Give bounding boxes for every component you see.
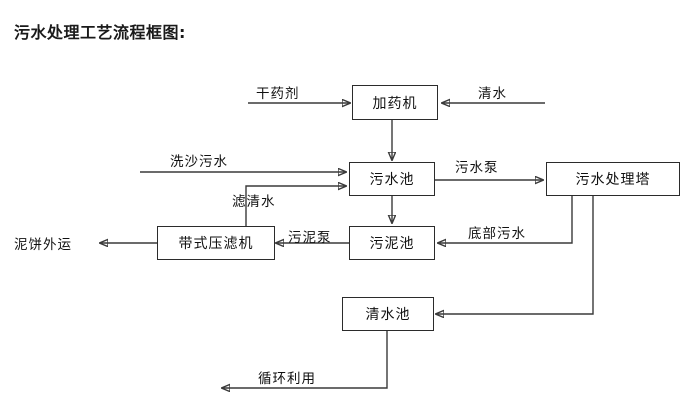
wire-tower-to-clean-water-pool bbox=[436, 195, 594, 314]
node-label: 带式压滤机 bbox=[178, 236, 254, 252]
node-treatment-tower[interactable]: 污水处理塔 bbox=[546, 162, 680, 196]
edge-label-wastewater-pump: 污水泵 bbox=[455, 160, 499, 176]
node-label: 污水处理塔 bbox=[575, 172, 651, 188]
node-belt-filter-press[interactable]: 带式压滤机 bbox=[157, 226, 275, 260]
page-title: 污水处理工艺流程框图: bbox=[14, 23, 186, 42]
terminal-label-recycle-reuse: 循环利用 bbox=[258, 371, 316, 387]
node-sludge-pool[interactable]: 污泥池 bbox=[349, 226, 435, 260]
edge-label-sand-wash-wastewater: 洗沙污水 bbox=[170, 154, 228, 170]
terminal-label-mud-cake-out: 泥饼外运 bbox=[14, 237, 72, 253]
edge-label-dry-chemical: 干药剂 bbox=[256, 86, 300, 102]
edge-label-sludge-pump: 污泥泵 bbox=[288, 230, 332, 246]
node-label: 清水池 bbox=[365, 307, 411, 323]
edge-label-clean-water-in: 清水 bbox=[478, 86, 507, 102]
node-clean-water-pool[interactable]: 清水池 bbox=[342, 297, 434, 331]
node-label: 污水池 bbox=[369, 172, 415, 188]
edge-label-bottom-wastewater: 底部污水 bbox=[468, 226, 526, 242]
node-label: 加药机 bbox=[372, 95, 418, 112]
node-label: 污泥池 bbox=[369, 236, 415, 252]
edge-label-filtered-clear-water: 滤清水 bbox=[232, 194, 276, 210]
node-wastewater-pool[interactable]: 污水池 bbox=[349, 162, 435, 196]
node-dosing-machine[interactable]: 加药机 bbox=[352, 85, 438, 120]
